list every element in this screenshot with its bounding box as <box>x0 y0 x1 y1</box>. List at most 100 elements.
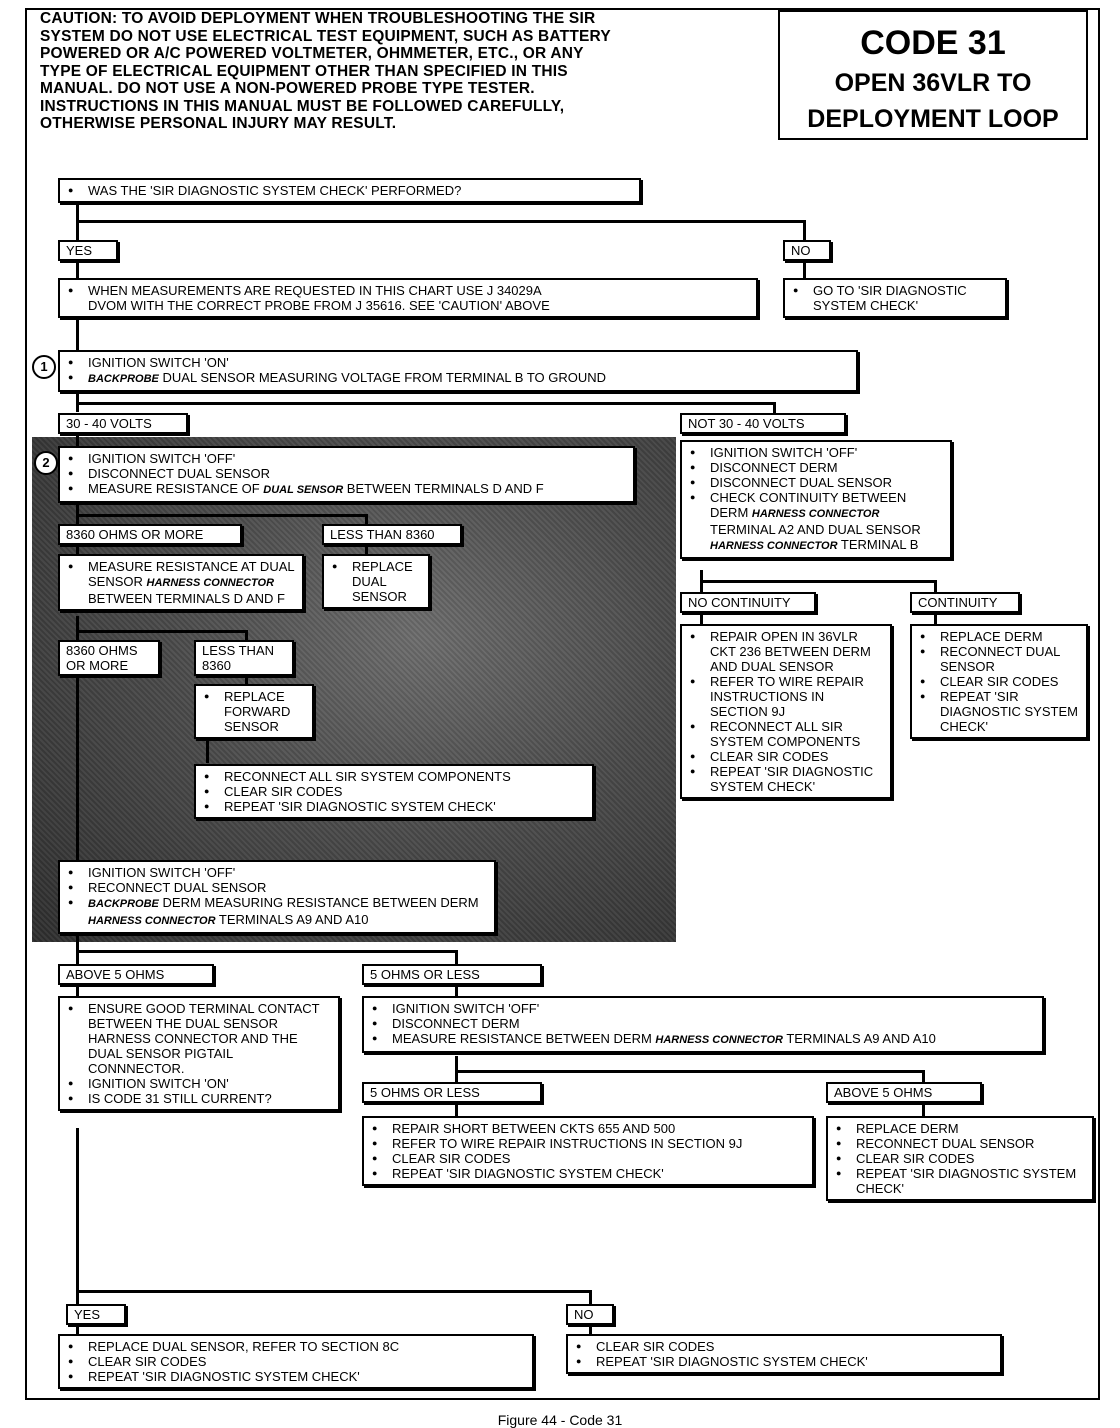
caution-text: CAUTION: TO AVOID DEPLOYMENT WHEN TROUBL… <box>40 10 611 132</box>
bullet-text: IGNITION SWITCH 'OFF' <box>688 445 944 460</box>
text: DUAL SENSOR MEASURING VOLTAGE FROM TERMI… <box>158 370 607 385</box>
bullet-text: REPEAT 'SIR DIAGNOSTIC SYSTEM CHECK' <box>834 1166 1086 1196</box>
bullet-text: BACKPROBE DUAL SENSOR MEASURING VOLTAGE … <box>66 370 850 387</box>
bullet-text: REPEAT 'SIR DIAGNOSTIC SYSTEM CHECK' <box>574 1354 994 1369</box>
node-replace-dual-sensor-8c: REPLACE DUAL SENSOR, REFER TO SECTION 8C… <box>58 1334 534 1389</box>
bullet-text: RECONNECT DUAL SENSOR <box>834 1136 1086 1151</box>
emphasis: HARNESS CONNECTOR <box>88 915 216 927</box>
node-repair-open: REPAIR OPEN IN 36VLR CKT 236 BETWEEN DER… <box>680 624 892 799</box>
bullet-text: IGNITION SWITCH 'OFF' <box>66 451 627 466</box>
text: TERMINAL A2 AND DUAL SENSOR <box>710 522 921 537</box>
bullet-text: REPEAT 'SIR DIAGNOSTIC SYSTEM CHECK' <box>688 764 884 794</box>
bullet-text: REFER TO WIRE REPAIR INSTRUCTIONS IN SEC… <box>370 1136 806 1151</box>
node-backprobe-derm: IGNITION SWITCH 'OFF' RECONNECT DUAL SEN… <box>58 860 496 934</box>
figure-caption: Figure 44 - Code 31 <box>497 1412 623 1428</box>
bullet-text: REPLACE FORWARD SENSOR <box>202 689 306 734</box>
bullet-text: REPEAT 'SIR DIAGNOSTIC SYSTEM CHECK' <box>202 799 586 814</box>
label-less-than-8360: LESS THAN 8360 <box>322 524 462 545</box>
step-marker-2: 2 <box>34 451 58 475</box>
label-no-2: NO <box>566 1304 614 1325</box>
text: CHECK CONTINUITY BETWEEN DERM <box>710 490 907 520</box>
bullet-text: CLEAR SIR CODES <box>688 749 884 764</box>
text: TERMINALS A9 AND A10 <box>782 1031 936 1046</box>
bullet-text: REPEAT 'SIR DIAGNOSTIC SYSTEM CHECK' <box>370 1166 806 1181</box>
emphasis: HARNESS CONNECTOR <box>751 508 880 520</box>
text: DERM MEASURING RESISTANCE BETWEEN DERM <box>158 895 479 910</box>
bullet-text: IGNITION SWITCH 'ON' <box>66 355 850 370</box>
bullet-text: REPLACE DERM <box>834 1121 1086 1136</box>
bullet-text: CLEAR SIR CODES <box>834 1151 1086 1166</box>
text: BETWEEN TERMINALS D AND F <box>88 591 285 606</box>
bullet-text: WAS THE 'SIR DIAGNOSTIC SYSTEM CHECK' PE… <box>66 183 633 198</box>
bullet-text: REPEAT 'SIR DIAGNOSTIC SYSTEM CHECK' <box>66 1369 526 1384</box>
step-marker-1: 1 <box>32 355 56 379</box>
bullet-text: RECONNECT ALL SIR SYSTEM COMPONENTS <box>688 719 884 749</box>
node-step-1: IGNITION SWITCH 'ON' BACKPROBE DUAL SENS… <box>58 350 858 392</box>
bullet-text: IGNITION SWITCH 'OFF' <box>66 865 488 880</box>
bullet-text: MEASURE RESISTANCE BETWEEN DERM HARNESS … <box>370 1031 1036 1048</box>
bullet-text: ENSURE GOOD TERMINAL CONTACT BETWEEN THE… <box>66 1001 332 1076</box>
node-continuity-check: IGNITION SWITCH 'OFF' DISCONNECT DERM DI… <box>680 440 952 559</box>
node-step-2: IGNITION SWITCH 'OFF' DISCONNECT DUAL SE… <box>58 446 635 503</box>
text: MEASURE RESISTANCE BETWEEN DERM <box>392 1031 656 1046</box>
node-harness-resistance: MEASURE RESISTANCE AT DUAL SENSOR HARNES… <box>58 554 304 611</box>
bullet-text: REFER TO WIRE REPAIR INSTRUCTIONS IN SEC… <box>688 674 884 719</box>
label-no-continuity: NO CONTINUITY <box>680 592 816 613</box>
node-repair-short: REPAIR SHORT BETWEEN CKTS 655 AND 500 RE… <box>362 1116 814 1186</box>
text: BETWEEN TERMINALS D AND F <box>343 481 544 496</box>
bullet-text: RECONNECT DUAL SENSOR <box>66 880 488 895</box>
bullet-text: REPLACE DERM <box>918 629 1080 644</box>
node-reconnect-clear-repeat: RECONNECT ALL SIR SYSTEM COMPONENTS CLEA… <box>194 764 594 819</box>
emphasis: BACKPROBE <box>88 898 159 910</box>
bullet-text: GO TO 'SIR DIAGNOSTIC SYSTEM CHECK' <box>791 283 999 313</box>
bullet-text: CLEAR SIR CODES <box>66 1354 526 1369</box>
label-less-than-8360-2: LESS THAN 8360 <box>194 640 294 676</box>
bullet-text: REPAIR SHORT BETWEEN CKTS 655 AND 500 <box>370 1121 806 1136</box>
emphasis: DUAL SENSOR <box>263 484 344 496</box>
label-not-30-40-volts: NOT 30 - 40 VOLTS <box>680 413 846 434</box>
label-continuity: CONTINUITY <box>910 592 1020 613</box>
bullet-text: CLEAR SIR CODES <box>202 784 586 799</box>
bullet-text: RECONNECT DUAL SENSOR <box>918 644 1080 674</box>
code-number: CODE 31 <box>860 24 1006 62</box>
text-line: WHEN MEASUREMENTS ARE REQUESTED IN THIS … <box>88 283 542 298</box>
label-yes-1: YES <box>58 240 118 261</box>
bullet-text: DISCONNECT DUAL SENSOR <box>66 466 627 481</box>
text: TERMINALS A9 AND A10 <box>215 912 369 927</box>
node-measure-derm-a9-a10: IGNITION SWITCH 'OFF' DISCONNECT DERM ME… <box>362 996 1044 1053</box>
label-5-ohms-or-less-2: 5 OHMS OR LESS <box>362 1082 542 1103</box>
label-8360-ohms-or-more: 8360 OHMS OR MORE <box>58 524 242 545</box>
label-no-1: NO <box>783 240 831 261</box>
bullet-text: DISCONNECT DUAL SENSOR <box>688 475 944 490</box>
bullet-text: CLEAR SIR CODES <box>574 1339 994 1354</box>
code-subtitle-1: OPEN 36VLR TO <box>834 69 1032 97</box>
bullet-text: BACKPROBE DERM MEASURING RESISTANCE BETW… <box>66 895 488 929</box>
text: MEASURE RESISTANCE OF <box>88 481 264 496</box>
bullet-text: CLEAR SIR CODES <box>918 674 1080 689</box>
node-ensure-terminal-contact: ENSURE GOOD TERMINAL CONTACT BETWEEN THE… <box>58 996 340 1111</box>
page-frame <box>25 8 1100 1400</box>
text: TERMINAL B <box>837 537 919 552</box>
bullet-text: IS CODE 31 STILL CURRENT? <box>66 1091 332 1106</box>
node-measurement-note: WHEN MEASUREMENTS ARE REQUESTED IN THIS … <box>58 278 758 318</box>
node-replace-forward-sensor: REPLACE FORWARD SENSOR <box>194 684 314 739</box>
bullet-text: MEASURE RESISTANCE AT DUAL SENSOR HARNES… <box>66 559 296 606</box>
bullet-text: WHEN MEASUREMENTS ARE REQUESTED IN THIS … <box>66 283 750 313</box>
emphasis: HARNESS CONNECTOR <box>710 540 838 552</box>
bullet-text: REPEAT 'SIR DIAGNOSTIC SYSTEM CHECK' <box>918 689 1080 734</box>
bullet-text: REPLACE DUAL SENSOR, REFER TO SECTION 8C <box>66 1339 526 1354</box>
node-replace-derm-2: REPLACE DERM RECONNECT DUAL SENSOR CLEAR… <box>826 1116 1094 1201</box>
label-5-ohms-or-less-1: 5 OHMS OR LESS <box>362 964 542 985</box>
emphasis: HARNESS CONNECTOR <box>146 577 275 589</box>
bullet-text: DISCONNECT DERM <box>370 1016 1036 1031</box>
label-above-5-ohms-1: ABOVE 5 OHMS <box>58 964 214 985</box>
bullet-text: RECONNECT ALL SIR SYSTEM COMPONENTS <box>202 769 586 784</box>
bullet-text: DISCONNECT DERM <box>688 460 944 475</box>
label-above-5-ohms-2: ABOVE 5 OHMS <box>826 1082 982 1103</box>
bullet-text: REPAIR OPEN IN 36VLR CKT 236 BETWEEN DER… <box>688 629 884 674</box>
node-clear-repeat: CLEAR SIR CODES REPEAT 'SIR DIAGNOSTIC S… <box>566 1334 1002 1374</box>
node-replace-dual-sensor: REPLACE DUAL SENSOR <box>322 554 430 609</box>
label-8360-ohms-or-more-2: 8360 OHMS OR MORE <box>58 640 160 676</box>
node-replace-derm-1: REPLACE DERM RECONNECT DUAL SENSOR CLEAR… <box>910 624 1088 739</box>
bullet-text: IGNITION SWITCH 'OFF' <box>370 1001 1036 1016</box>
